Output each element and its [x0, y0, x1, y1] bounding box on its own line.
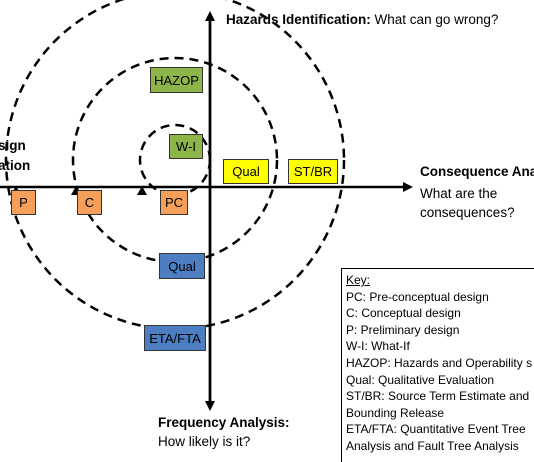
- middle-circle: [71, 56, 279, 264]
- key-item: ST/BR: Source Term Estimate and: [346, 389, 530, 404]
- bottom-axis-text: How likely is it?: [158, 434, 251, 449]
- left-axis-line1: sign: [0, 138, 26, 153]
- key-item: Analysis and Fault Tree Analysis: [346, 438, 519, 453]
- key-title: Key:: [346, 273, 371, 287]
- left-axis-line2: ation: [0, 158, 31, 173]
- key-item: ETA/FTA: Quantitative Event Tree: [346, 422, 526, 437]
- qual-box-bottom: Qual: [159, 253, 205, 279]
- key-item: HAZOP: Hazards and Operability s: [346, 355, 533, 370]
- key-item: W-I: What-If: [346, 339, 410, 354]
- key-item: Qual: Qualitative Evaluation: [346, 372, 495, 387]
- qual-box-top: Qual: [223, 159, 269, 184]
- preliminary-box: P: [11, 190, 36, 215]
- conceptual-box: C: [77, 190, 102, 215]
- key-item: Bounding Release: [346, 405, 445, 420]
- right-axis-line1: What are the: [420, 186, 498, 201]
- what-if-box: W-I: [169, 134, 203, 159]
- hazop-box: HAZOP: [150, 67, 203, 93]
- right-axis-line2: consequences?: [420, 205, 515, 220]
- key-item: PC: Pre-conceptual design: [346, 289, 489, 304]
- key-item: C: Conceptual design: [346, 306, 461, 321]
- bottom-axis-title: Frequency Analysis:: [158, 415, 290, 430]
- circle-arrow-inner: [137, 186, 147, 195]
- pre-conceptual-box: PC: [160, 190, 188, 215]
- stbr-box: ST/BR: [288, 159, 338, 184]
- legend-key: Key: PC: Pre-conceptual design C: Concep…: [341, 268, 534, 462]
- top-axis-text: What can go wrong?: [374, 12, 499, 27]
- outer-circle: [4, 0, 346, 331]
- top-axis-title: Hazards Identification:: [226, 12, 371, 27]
- key-item: P: Preliminary design: [346, 322, 460, 337]
- eta-fta-box: ETA/FTA: [144, 325, 206, 351]
- right-axis-title: Consequence Ana: [420, 164, 534, 179]
- top-axis-label: Hazards Identification: What can go wron…: [226, 12, 498, 27]
